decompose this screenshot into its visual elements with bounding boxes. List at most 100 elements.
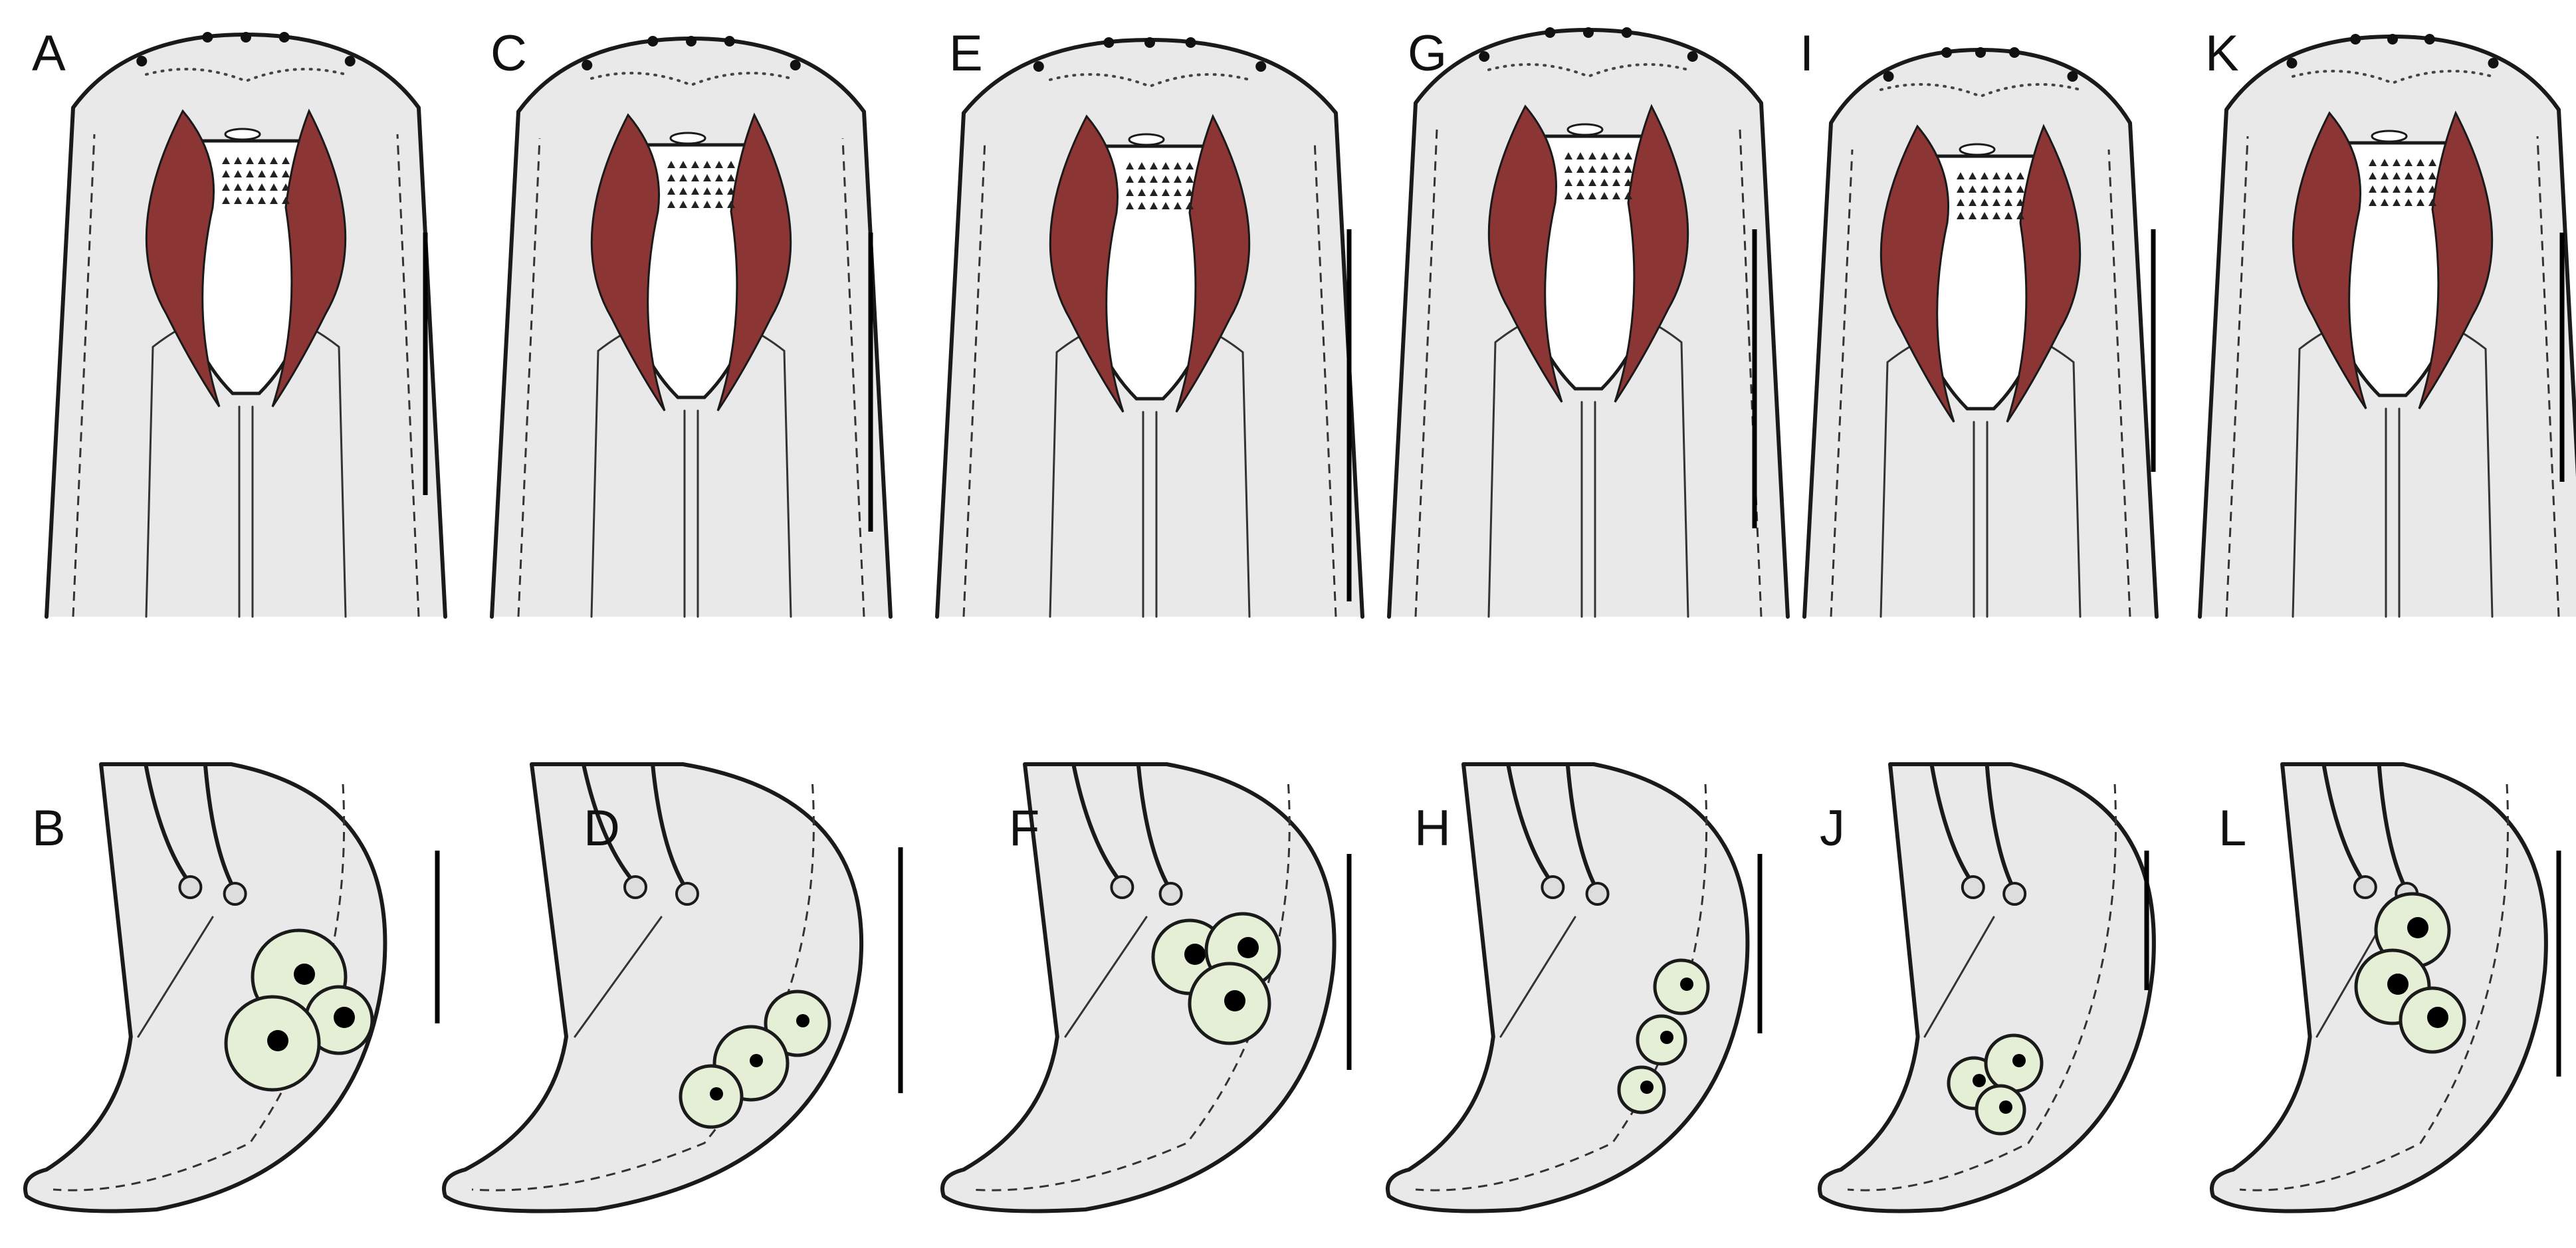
papilla-icon bbox=[647, 36, 659, 47]
denticle-icon bbox=[679, 187, 687, 195]
denticle-icon bbox=[1600, 192, 1608, 199]
denticle-icon bbox=[1150, 189, 1158, 196]
panel-label-k: K bbox=[2205, 25, 2239, 82]
denticle-icon bbox=[2428, 185, 2436, 193]
denticle-icon bbox=[1564, 152, 1572, 159]
denticle-icon bbox=[1174, 162, 1182, 169]
denticle-icon bbox=[2405, 199, 2413, 206]
spicule-head-icon bbox=[1110, 875, 1134, 899]
papilla-icon bbox=[344, 56, 356, 66]
denticle-icon bbox=[1186, 189, 1194, 196]
denticle-icon bbox=[234, 157, 242, 164]
head-panel bbox=[490, 36, 893, 619]
tail-body bbox=[942, 764, 1335, 1211]
nucleus-icon bbox=[1224, 990, 1245, 1011]
papilla-icon bbox=[2488, 58, 2499, 68]
papilla-icon bbox=[1144, 37, 1155, 48]
cuticle-inner-right bbox=[1739, 129, 1763, 617]
papilla-icon bbox=[2067, 71, 2078, 82]
panel-label-j: J bbox=[1820, 800, 1845, 857]
cuticle-inner-left bbox=[72, 134, 96, 617]
denticle-icon bbox=[282, 170, 290, 177]
denticle-icon bbox=[1564, 192, 1572, 199]
denticle-icon bbox=[222, 183, 230, 191]
cheilostom-left bbox=[145, 109, 221, 407]
denticle-icon bbox=[1126, 189, 1134, 196]
denticle-icon bbox=[2004, 199, 2012, 206]
denticle-icon bbox=[1992, 185, 2000, 193]
denticle-icon bbox=[1957, 185, 1965, 193]
denticle-icon bbox=[667, 201, 675, 208]
denticle-icon bbox=[1992, 172, 2000, 179]
denticle-icon bbox=[667, 187, 675, 195]
denticle-icon bbox=[1588, 152, 1596, 159]
denticle-icon bbox=[1624, 165, 1632, 173]
denticle-icon bbox=[270, 183, 278, 191]
denticle-icon bbox=[1600, 165, 1608, 173]
denticle-icon bbox=[1576, 192, 1584, 199]
panel-label-d: D bbox=[584, 800, 620, 857]
denticle-icon bbox=[1600, 152, 1608, 159]
tail-inner-cuticle bbox=[53, 783, 346, 1192]
denticle-icon bbox=[1969, 172, 1977, 179]
denticle-icon bbox=[1138, 189, 1146, 196]
denticle-icon bbox=[282, 197, 290, 204]
intestine-right bbox=[203, 762, 237, 892]
denticle-icon bbox=[1981, 172, 1988, 179]
denticle-icon bbox=[1957, 172, 1965, 179]
denticle-icon bbox=[1138, 202, 1146, 209]
denticle-icon bbox=[1612, 165, 1620, 173]
denticle-icon bbox=[1969, 199, 1977, 206]
panel-labels: A C E G I K B D F H J L bbox=[32, 25, 2246, 857]
nucleus-icon bbox=[2012, 1054, 2026, 1067]
tail-inner-cuticle bbox=[471, 783, 815, 1192]
nucleus-icon bbox=[2407, 917, 2428, 938]
spicule-head-icon bbox=[1961, 875, 1985, 899]
cuticle-inner-right bbox=[2107, 149, 2131, 617]
denticle-icon bbox=[234, 197, 242, 204]
denticle-icon bbox=[727, 161, 735, 168]
denticle-icon bbox=[2381, 159, 2389, 166]
denticle-icon bbox=[2416, 185, 2424, 193]
denticle-icon bbox=[2416, 199, 2424, 206]
denticle-icon bbox=[270, 197, 278, 204]
denticle-icon bbox=[222, 170, 230, 177]
denticle-icon bbox=[282, 157, 290, 164]
papilla-icon bbox=[278, 32, 290, 43]
spicule-head-icon bbox=[2353, 875, 2377, 899]
cheilostom-left bbox=[2292, 111, 2367, 409]
denticle-icon bbox=[2004, 185, 2012, 193]
papilla-icon bbox=[2286, 58, 2298, 68]
spicule-head-icon bbox=[178, 875, 203, 899]
denticle-icon bbox=[2416, 172, 2424, 179]
papilla-icon bbox=[2387, 34, 2398, 45]
papilla-icon bbox=[202, 32, 213, 43]
spicule bbox=[2315, 916, 2387, 1038]
papilla-icon bbox=[1687, 51, 1698, 62]
head-row bbox=[45, 27, 2576, 619]
denticle-icon bbox=[2393, 185, 2401, 193]
denticle-icon bbox=[2369, 185, 2377, 193]
tail-cuticle bbox=[1386, 762, 1750, 1213]
denticle-icon bbox=[715, 201, 723, 208]
lip-outline bbox=[2292, 70, 2494, 85]
tail-row bbox=[23, 762, 2561, 1213]
amphid-icon bbox=[1566, 123, 1604, 136]
denticle-icon bbox=[667, 161, 675, 168]
papilla-icon bbox=[1883, 71, 1894, 82]
head-panel bbox=[2198, 34, 2576, 619]
nucleus-icon bbox=[2427, 1007, 2448, 1028]
denticle-icon bbox=[2405, 172, 2413, 179]
tail-cuticle bbox=[2210, 762, 2548, 1213]
papilla-icon bbox=[136, 56, 148, 66]
denticle-icon bbox=[679, 161, 687, 168]
nucleus-icon bbox=[1237, 937, 1259, 958]
panel-label-i: I bbox=[1800, 25, 1814, 82]
denticle-icon bbox=[2369, 199, 2377, 206]
intestine-right bbox=[1565, 762, 1600, 892]
nucleus-icon bbox=[1184, 944, 1206, 965]
denticle-icon bbox=[258, 197, 266, 204]
papilla-icon bbox=[1941, 47, 1952, 58]
denticle-icon bbox=[1969, 185, 1977, 193]
denticle-icon bbox=[1576, 179, 1584, 186]
